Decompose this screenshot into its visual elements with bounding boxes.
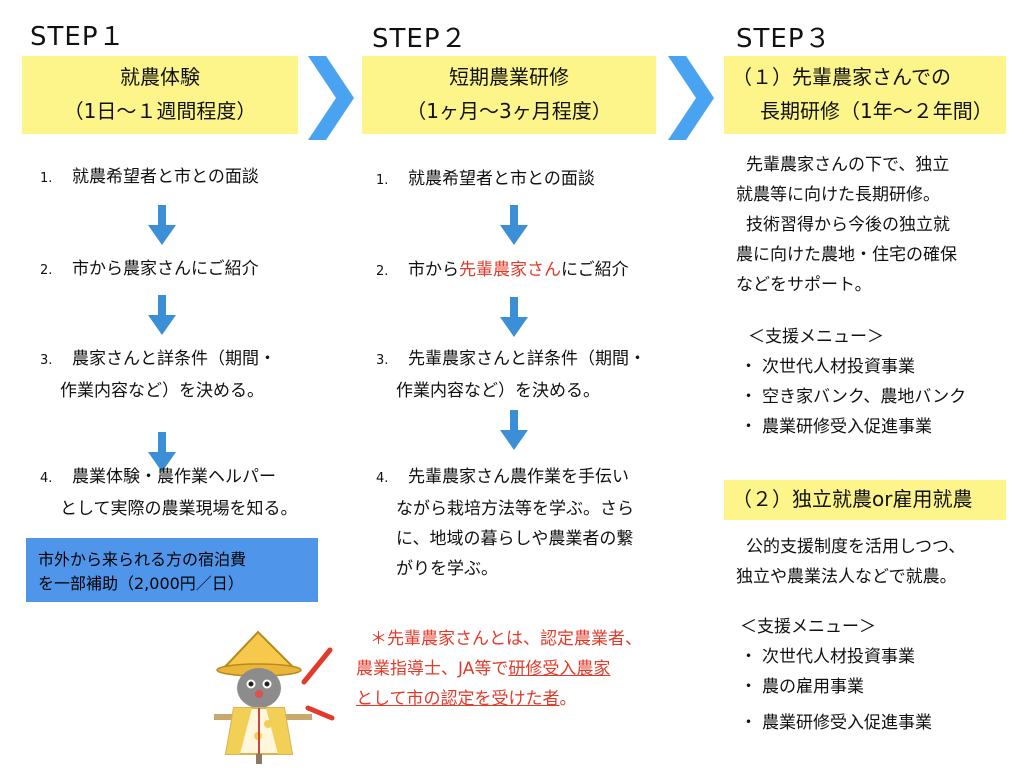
support-menu-1-title: ＜支援メニュー＞ (748, 327, 884, 347)
step2-box-line1: 短期農業研修 (449, 65, 569, 89)
scarecrow-mascot-icon (214, 630, 335, 764)
arrow-down-icon (148, 432, 176, 472)
step2-box: 短期農業研修 （1ヶ月～3ヶ月程度） (362, 56, 656, 134)
step1-title: STEP１ (30, 22, 126, 52)
step3-box1-line1: （１）先輩農家さんでの (732, 65, 951, 89)
step2-item-4: 4.先輩農家さん農作業を手伝い ながら栽培方法等を学ぶ。さら に、地域の暮らしや… (376, 467, 634, 579)
list-item: ・農業研修受入促進事業 (740, 417, 932, 437)
step1-box-line1: 就農体験 (120, 65, 200, 89)
arrow-down-icon (148, 295, 176, 335)
step2-box-line2: （1ヶ月～3ヶ月程度） (406, 99, 612, 123)
list-item: ・農業研修受入促進事業 (740, 713, 932, 733)
step3-desc1: 先輩農家さんの下で、独立 就農等に向けた長期研修。 技術習得から今後の独立就 農… (736, 155, 957, 295)
arrow-down-icon (500, 410, 528, 450)
list-item: ・次世代人材投資事業 (740, 647, 915, 667)
list-item: ・農の雇用事業 (740, 677, 864, 697)
step1-box: 就農体験 （1日～１週間程度） (22, 56, 298, 134)
support-menu-1: ＜支援メニュー＞ ・次世代人材投資事業 ・空き家バンク、農地バンク ・農業研修受… (740, 322, 966, 442)
step3-box1: （１）先輩農家さんでの 長期研修（1年～２年間） (724, 56, 1006, 134)
support-menu-2-title: ＜支援メニュー＞ (740, 617, 876, 637)
chevron-right-icon (668, 56, 714, 140)
senpai-farmer-highlight: 先輩農家さん (459, 260, 561, 280)
senpai-farmer-note: ＊先輩農家さんとは、認定農業者、 農業指導士、JA等で研修受入農家 として市の認… (356, 629, 642, 709)
step3-title: STEP３ (736, 24, 832, 54)
step1-box-line2: （1日～１週間程度） (63, 99, 257, 123)
subsidy-box: 市外から来られる方の宿泊費 を一部補助（2,000円／日） (26, 538, 318, 602)
step3-desc2: 公的支援制度を活用しつつ、 独立や農業法人などで就農。 (736, 537, 966, 587)
list-item: ・空き家バンク、農地バンク (740, 387, 967, 407)
step2-item-3: 3.先輩農家さんと詳条件（期間・ 作業内容など）を決める。 (376, 349, 646, 401)
step3-box2: （２）独立就農or雇用就農 (724, 480, 1006, 520)
step1-item-1: 1.就農希望者と市との面談 (40, 167, 259, 187)
step1-item-2: 2.市から農家さんにご紹介 (40, 259, 259, 279)
step1-item-3: 3.農家さんと詳条件（期間・ 作業内容など）を決める。 (40, 349, 276, 401)
step1-item-4: 4.農業体験・農作業ヘルパー として実際の農業現場を知る。 (40, 467, 298, 519)
step3-box1-line2: 長期研修（1年～２年間） (760, 99, 993, 123)
list-item: ・次世代人材投資事業 (740, 357, 915, 377)
step2-title: STEP２ (372, 24, 468, 54)
arrow-down-icon (148, 205, 176, 245)
arrow-down-icon (500, 205, 528, 245)
support-menu-2: ＜支援メニュー＞ ・次世代人材投資事業 ・農の雇用事業 ・農業研修受入促進事業 (740, 612, 932, 738)
step2-item-2: 2.市から先輩農家さんにご紹介 (376, 260, 629, 280)
step2-item-1: 1.就農希望者と市との面談 (376, 169, 595, 189)
arrow-down-icon (500, 297, 528, 337)
chevron-right-icon (308, 56, 354, 140)
